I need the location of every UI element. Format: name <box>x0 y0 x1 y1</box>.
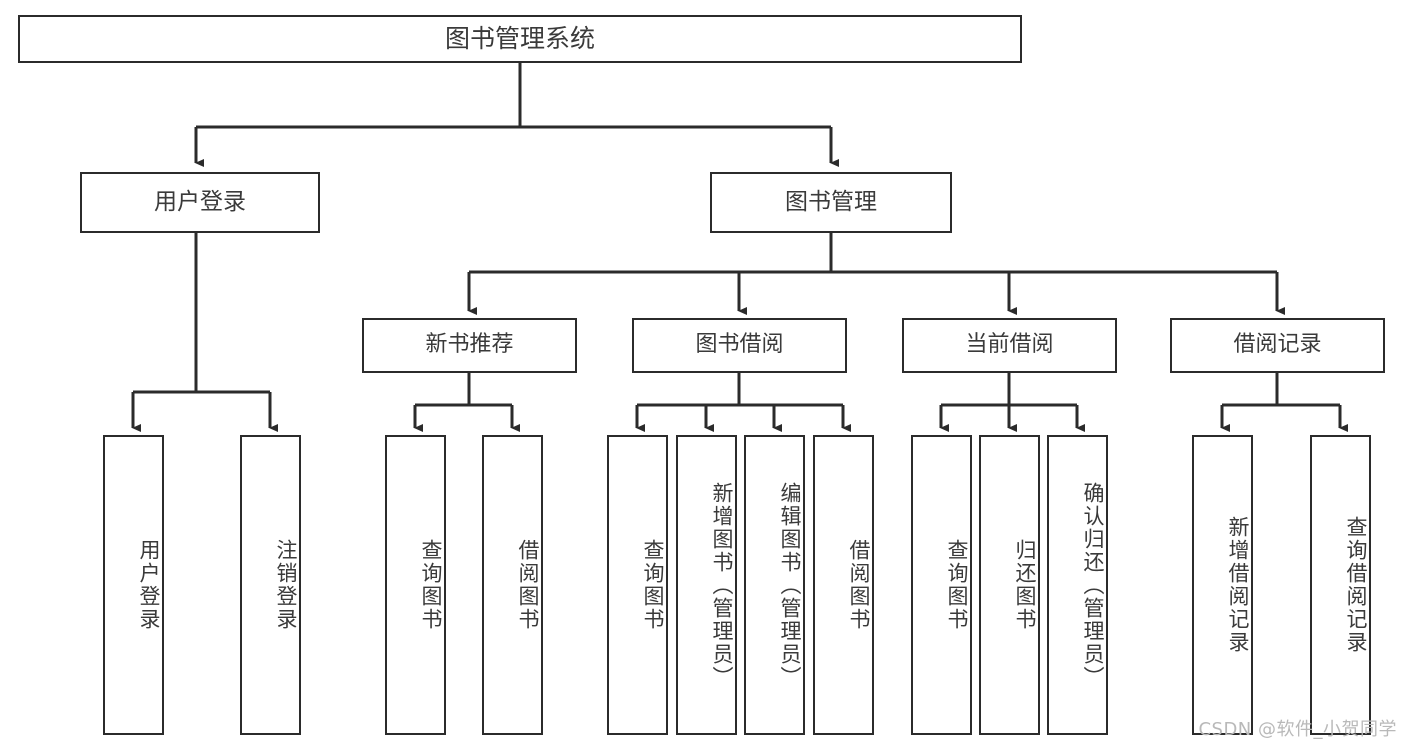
node-label: 用户登录 <box>137 539 161 631</box>
node-label: 借阅记录 <box>1233 332 1322 358</box>
leaf-edit-book-admin[interactable]: 编辑图书（管理员） <box>744 435 805 735</box>
leaf-query-book-current[interactable]: 查询图书 <box>911 435 972 735</box>
node-borrowing-record[interactable]: 借阅记录 <box>1170 318 1385 373</box>
node-label: 新增借阅记录 <box>1226 516 1250 654</box>
node-label: 查询图书 <box>945 539 969 631</box>
leaf-add-book-admin[interactable]: 新增图书（管理员） <box>676 435 737 735</box>
node-label: 图书管理系统 <box>444 24 595 53</box>
node-label: 查询图书 <box>419 539 443 631</box>
leaf-query-book-recommend[interactable]: 查询图书 <box>385 435 446 735</box>
node-label: 图书借阅 <box>695 332 784 358</box>
leaf-user-login[interactable]: 用户登录 <box>103 435 164 735</box>
leaf-borrow-book-recommend[interactable]: 借阅图书 <box>482 435 543 735</box>
leaf-confirm-return-admin[interactable]: 确认归还（管理员） <box>1047 435 1108 735</box>
node-label: 借阅图书 <box>847 539 871 631</box>
node-label: 当前借阅 <box>965 332 1054 358</box>
node-label: 借阅图书 <box>516 539 540 631</box>
node-book-borrowing[interactable]: 图书借阅 <box>632 318 847 373</box>
node-label: 确认归还（管理员） <box>1081 481 1105 689</box>
leaf-borrow-book[interactable]: 借阅图书 <box>813 435 874 735</box>
node-label: 编辑图书（管理员） <box>778 481 802 689</box>
node-label: 查询图书 <box>641 539 665 631</box>
csdn-watermark: CSDN @软件_小贺同学 <box>1198 719 1397 740</box>
leaf-query-borrow-record[interactable]: 查询借阅记录 <box>1310 435 1371 735</box>
node-label: 查询借阅记录 <box>1344 516 1368 654</box>
node-book-management[interactable]: 图书管理 <box>710 172 952 233</box>
leaf-add-borrow-record[interactable]: 新增借阅记录 <box>1192 435 1253 735</box>
leaf-logout-login[interactable]: 注销登录 <box>240 435 301 735</box>
leaf-query-book-borrow[interactable]: 查询图书 <box>607 435 668 735</box>
leaf-return-book[interactable]: 归还图书 <box>979 435 1040 735</box>
node-current-borrowing[interactable]: 当前借阅 <box>902 318 1117 373</box>
node-label: 归还图书 <box>1013 539 1037 631</box>
node-label: 图书管理 <box>785 188 877 215</box>
node-root-book-management-system[interactable]: 图书管理系统 <box>18 15 1022 63</box>
node-label: 注销登录 <box>274 539 298 631</box>
node-label: 用户登录 <box>154 188 246 215</box>
node-new-book-recommendation[interactable]: 新书推荐 <box>362 318 577 373</box>
node-label: 新增图书（管理员） <box>710 481 734 689</box>
node-label: 新书推荐 <box>425 332 514 358</box>
node-user-login[interactable]: 用户登录 <box>80 172 320 233</box>
